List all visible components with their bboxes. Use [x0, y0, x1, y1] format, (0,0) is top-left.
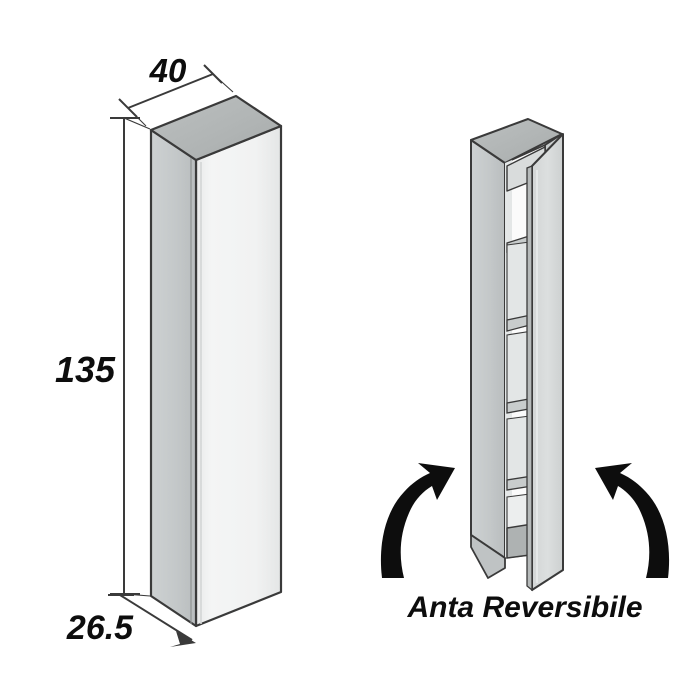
dimension-depth: 26.5: [66, 594, 196, 647]
open-cabinet-group: [470, 118, 564, 592]
dimension-height: 135: [55, 117, 151, 597]
cabinet-front-face: [194, 124, 283, 628]
reversible-door-arrow-left-icon: [380, 463, 455, 578]
reversible-door-arrow-right-icon: [595, 463, 670, 578]
open-cabinet-left-face: [470, 139, 506, 559]
dimension-height-ext-top: [123, 117, 151, 130]
cabinet-left-face: [149, 128, 198, 628]
dimension-width-line: [127, 73, 214, 109]
dimension-height-label: 135: [55, 349, 116, 390]
dimension-width-ext-right: [212, 73, 234, 93]
dimension-width: 40: [118, 52, 234, 127]
reversible-door-arrows: [380, 463, 670, 578]
open-door-edge: [526, 165, 533, 592]
cabinet-top-face: [149, 94, 283, 162]
closed-cabinet-group: [149, 94, 283, 628]
dimension-width-label: 40: [149, 52, 187, 89]
dimension-depth-arrowhead: [170, 631, 196, 647]
dimension-depth-line: [119, 594, 193, 641]
reversible-door-caption: Anta Reversibile: [406, 591, 642, 624]
open-cabinet-bottom-face: [470, 534, 506, 579]
dimension-depth-label: 26.5: [66, 609, 134, 647]
